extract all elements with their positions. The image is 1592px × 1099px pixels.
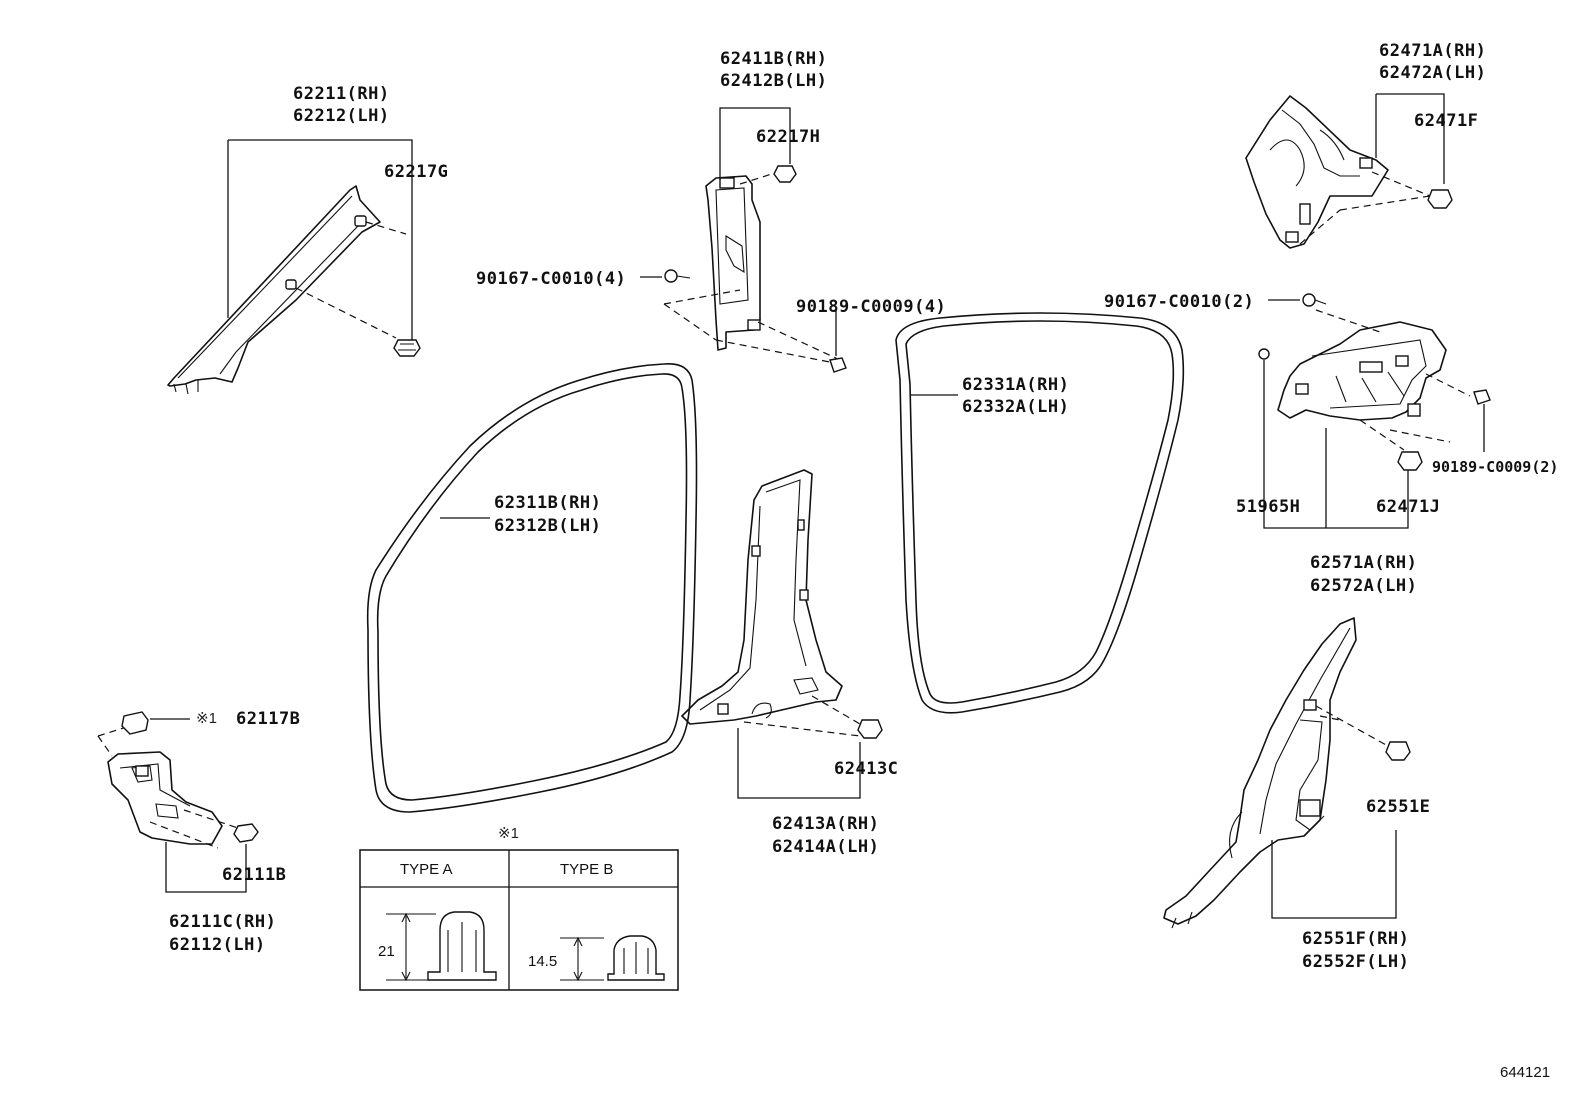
type-b-dimension: 14.5 [528, 953, 557, 970]
label-62312B: 62312B(LH) [494, 516, 601, 536]
clip-62471J[interactable] [1397, 451, 1423, 471]
label-90189-4: 90189-C0009(4) [796, 297, 946, 317]
label-62412B: 62412B(LH) [720, 71, 827, 91]
clip-62217H[interactable] [773, 165, 797, 183]
label-62217G: 62217G [384, 162, 448, 182]
label-62117B-mark: ※1 [196, 710, 217, 727]
label-90189-2: 90189-C0009(2) [1432, 458, 1558, 476]
rear-door-weatherstrip[interactable] [895, 312, 1185, 714]
label-90167-4: 90167-C0010(4) [476, 269, 626, 289]
label-62471A: 62471A(RH) [1379, 41, 1486, 61]
label-62211: 62211(RH) [293, 84, 390, 104]
label-62471J: 62471J [1376, 497, 1440, 517]
clip-62217G[interactable] [393, 339, 421, 357]
label-51965H: 51965H [1236, 497, 1300, 517]
type-b-clip-drawing [560, 935, 665, 982]
label-62332A: 62332A(LH) [962, 397, 1069, 417]
label-62413C: 62413C [834, 759, 898, 779]
label-62411B: 62411B(RH) [720, 49, 827, 69]
label-62111C: 62111C(RH) [169, 912, 276, 932]
label-90167-2: 90167-C0010(2) [1104, 292, 1254, 312]
clip-62471F[interactable] [1427, 189, 1453, 209]
b-pillar-upper-garnish[interactable] [705, 175, 761, 351]
c-pillar-lower-garnish[interactable] [1163, 617, 1357, 929]
label-62551F: 62551F(RH) [1302, 929, 1409, 949]
type-a-clip-drawing [386, 911, 497, 982]
roof-side-inner-garnish[interactable] [1245, 95, 1389, 249]
rear-quarter-trim-lower[interactable] [1277, 321, 1447, 421]
label-62311B: 62311B(RH) [494, 493, 601, 513]
clip-62117B[interactable] [121, 711, 149, 735]
type-b-header: TYPE B [560, 861, 613, 878]
label-62471F: 62471F [1414, 111, 1478, 131]
label-62117B: 62117B [236, 709, 300, 729]
a-pillar-garnish[interactable] [167, 185, 381, 395]
type-a-header: TYPE A [400, 861, 453, 878]
nut-90189-4[interactable] [829, 357, 847, 373]
label-62212: 62212(LH) [293, 106, 390, 126]
clip-62551E[interactable] [1385, 741, 1411, 761]
label-62472A: 62472A(LH) [1379, 63, 1486, 83]
label-62572A: 62572A(LH) [1310, 576, 1417, 596]
label-62112: 62112(LH) [169, 935, 266, 955]
diagram-id: 644121 [1500, 1064, 1550, 1081]
label-62331A: 62331A(RH) [962, 375, 1069, 395]
b-pillar-lower-garnish[interactable] [681, 469, 843, 725]
label-62552F: 62552F(LH) [1302, 952, 1409, 972]
cowl-side-trim[interactable] [107, 751, 223, 845]
type-a-dimension: 21 [378, 943, 395, 960]
nut-90189-2[interactable] [1473, 389, 1491, 405]
clip-62111B[interactable] [233, 823, 259, 843]
screw-90167-4[interactable] [664, 269, 691, 283]
front-door-weatherstrip[interactable] [366, 363, 698, 813]
screw-90167-2[interactable] [1302, 293, 1327, 307]
clip-62413C[interactable] [857, 719, 883, 739]
reference-table-mark: ※1 [498, 825, 519, 842]
label-62571A: 62571A(RH) [1310, 553, 1417, 573]
label-62414A: 62414A(LH) [772, 837, 879, 857]
label-62111B: 62111B [222, 865, 286, 885]
label-62413A: 62413A(RH) [772, 814, 879, 834]
label-62217H: 62217H [756, 127, 820, 147]
label-62551E: 62551E [1366, 797, 1430, 817]
nut-51965H[interactable] [1258, 348, 1270, 360]
